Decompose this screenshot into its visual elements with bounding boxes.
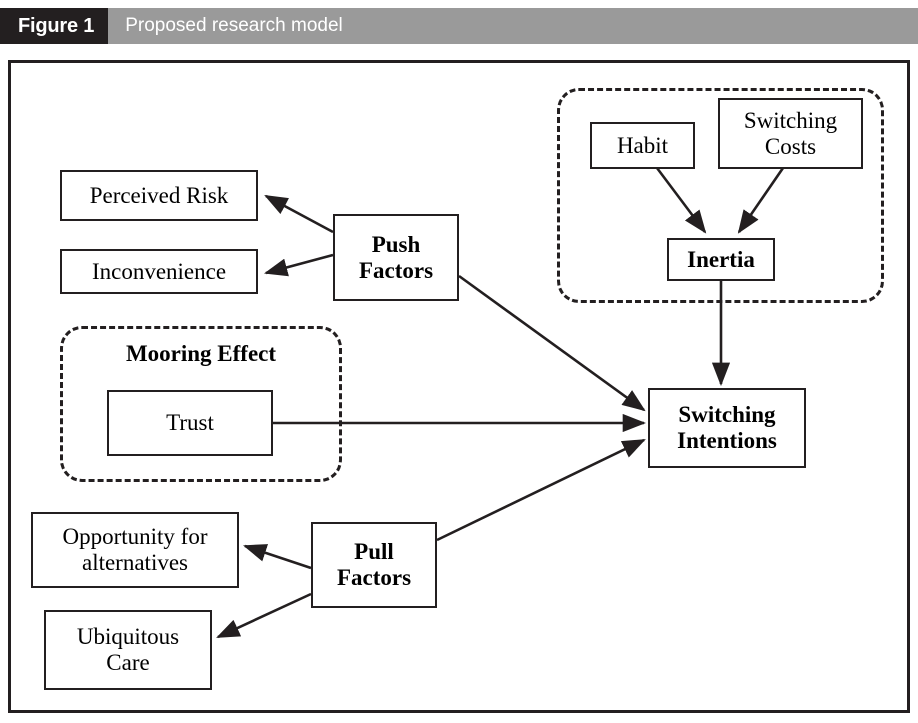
node-switching-costs-line2: Costs <box>764 133 817 159</box>
node-trust-label: Trust <box>166 410 214 436</box>
node-switching-intentions-label: Switching Intentions <box>673 402 781 454</box>
figure-caption-bar: Figure 1 Proposed research model <box>0 8 918 44</box>
node-habit-label: Habit <box>616 132 669 158</box>
node-opportunity-line2: alternatives <box>81 550 188 575</box>
figure-caption-text: Proposed research model <box>125 15 343 36</box>
group-mooring-effect-label: Mooring Effect <box>125 341 277 366</box>
node-switching-intentions-line2: Intentions <box>677 428 777 453</box>
node-switching-intentions[interactable]: Switching Intentions <box>648 388 806 468</box>
node-inconvenience-label: Inconvenience <box>91 258 227 284</box>
node-ubiquitous-care-label: Ubiquitous Care <box>73 624 183 676</box>
node-pull-factors-line1: Pull <box>354 539 394 565</box>
node-push-factors-line1: Push <box>371 231 421 257</box>
node-push-factors-line2: Factors <box>358 257 434 283</box>
node-opportunity-label: Opportunity for alternatives <box>58 524 211 576</box>
figure-number-tag: Figure 1 <box>0 8 109 44</box>
node-perceived-risk[interactable]: Perceived Risk <box>60 170 258 221</box>
node-inconvenience[interactable]: Inconvenience <box>60 249 258 294</box>
node-trust[interactable]: Trust <box>107 390 273 456</box>
node-ubiquitous-care[interactable]: Ubiquitous Care <box>44 610 212 690</box>
node-switching-costs-label: Switching Costs <box>740 108 841 160</box>
node-inertia[interactable]: Inertia <box>667 238 775 281</box>
node-pull-factors-line2: Factors <box>336 565 412 590</box>
node-habit[interactable]: Habit <box>590 122 695 169</box>
node-ubiquitous-care-line1: Ubiquitous <box>76 624 180 650</box>
node-switching-intentions-line1: Switching <box>678 402 776 428</box>
node-switching-costs[interactable]: Switching Costs <box>718 98 863 169</box>
node-pull-factors-label: Pull Factors <box>333 539 415 591</box>
node-ubiquitous-care-line2: Care <box>106 650 150 675</box>
node-pull-factors[interactable]: Pull Factors <box>311 522 437 608</box>
node-push-factors[interactable]: Push Factors <box>333 214 459 301</box>
node-opportunity-line1: Opportunity for <box>62 524 208 550</box>
node-inertia-label: Inertia <box>687 246 755 272</box>
node-push-factors-label: Push Factors <box>355 232 437 284</box>
group-mooring-effect <box>60 326 342 482</box>
node-opportunity-for-alternatives[interactable]: Opportunity for alternatives <box>31 512 239 588</box>
node-switching-costs-line1: Switching <box>743 107 838 133</box>
node-perceived-risk-label: Perceived Risk <box>89 182 229 208</box>
